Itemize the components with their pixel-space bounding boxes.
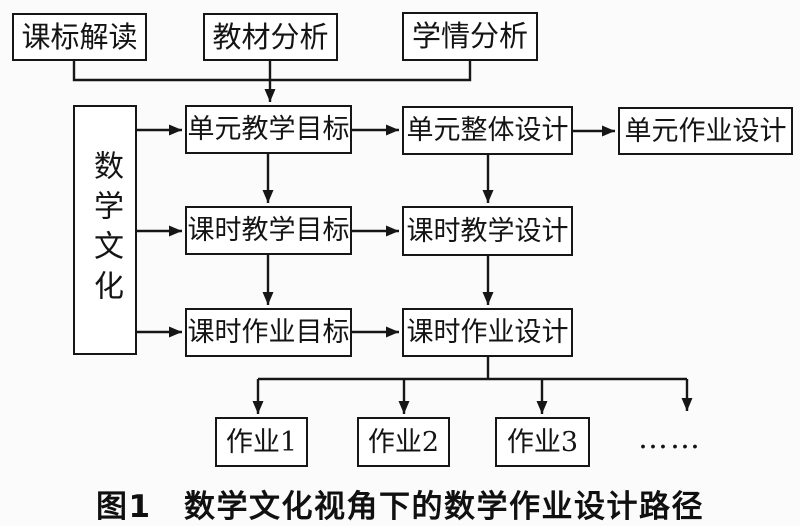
node-label: 学情分析 xyxy=(411,19,528,53)
node-label: 课标解读 xyxy=(21,19,138,54)
node-label: 课时教学目标 xyxy=(187,215,350,246)
figure-caption: 图1 数学文化视角下的数学作业设计路径 xyxy=(95,489,705,525)
node-homework-3: 作业3 xyxy=(495,417,590,467)
node-label: 单元教学目标 xyxy=(187,114,350,145)
node-learning-situation-analysis: 学情分析 xyxy=(402,12,538,61)
node-label: 作业2 xyxy=(367,426,440,458)
node-unit-whole-design: 单元整体设计 xyxy=(402,106,573,155)
node-lesson-homework-goal: 课时作业目标 xyxy=(185,308,352,357)
node-label: 单元整体设计 xyxy=(406,115,569,146)
node-homework-1: 作业1 xyxy=(215,417,308,467)
node-unit-homework-design: 单元作业设计 xyxy=(618,107,793,155)
node-label: 单元作业设计 xyxy=(624,115,787,147)
node-label: 课时教学设计 xyxy=(406,215,569,247)
edge-lines xyxy=(72,61,693,414)
node-lesson-teaching-design: 课时教学设计 xyxy=(402,206,573,256)
node-label: 课时作业设计 xyxy=(406,317,569,348)
node-label: 作业1 xyxy=(225,426,298,458)
node-lesson-teaching-goal: 课时教学目标 xyxy=(185,206,352,255)
node-lesson-homework-design: 课时作业设计 xyxy=(402,308,573,357)
node-unit-teaching-goal: 单元教学目标 xyxy=(185,105,352,154)
node-textbook-analysis: 教材分析 xyxy=(203,13,338,61)
more-homework-ellipsis: …… xyxy=(638,421,702,456)
node-label: 课时作业目标 xyxy=(187,317,350,348)
node-curriculum-standard-interpretation: 课标解读 xyxy=(12,13,147,61)
node-label: 数学文化 xyxy=(88,150,123,310)
node-math-culture: 数学文化 xyxy=(73,105,137,355)
node-label: 教材分析 xyxy=(212,19,329,54)
node-homework-2: 作业2 xyxy=(357,417,450,467)
node-label: 作业3 xyxy=(506,426,579,458)
